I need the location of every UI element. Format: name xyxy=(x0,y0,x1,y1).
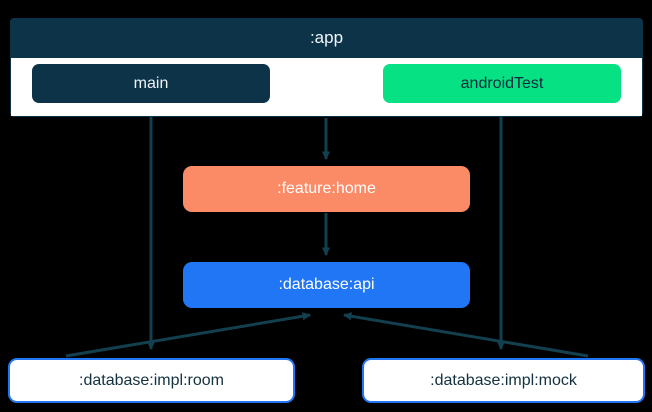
node-database-api[interactable]: :database:api xyxy=(183,262,470,308)
node-database-impl-room[interactable]: :database:impl:room xyxy=(8,358,295,403)
node-main[interactable]: main xyxy=(32,64,270,103)
edge-database-impl-mock-to-database-api xyxy=(342,312,589,358)
node-feature-home[interactable]: :feature:home xyxy=(183,166,470,212)
node-database-impl-mock[interactable]: :database:impl:mock xyxy=(362,358,645,403)
edge-database-impl-room-to-database-api xyxy=(65,312,312,358)
cluster-app-label: :app xyxy=(309,28,344,47)
node-androidtest[interactable]: androidTest xyxy=(383,64,621,103)
